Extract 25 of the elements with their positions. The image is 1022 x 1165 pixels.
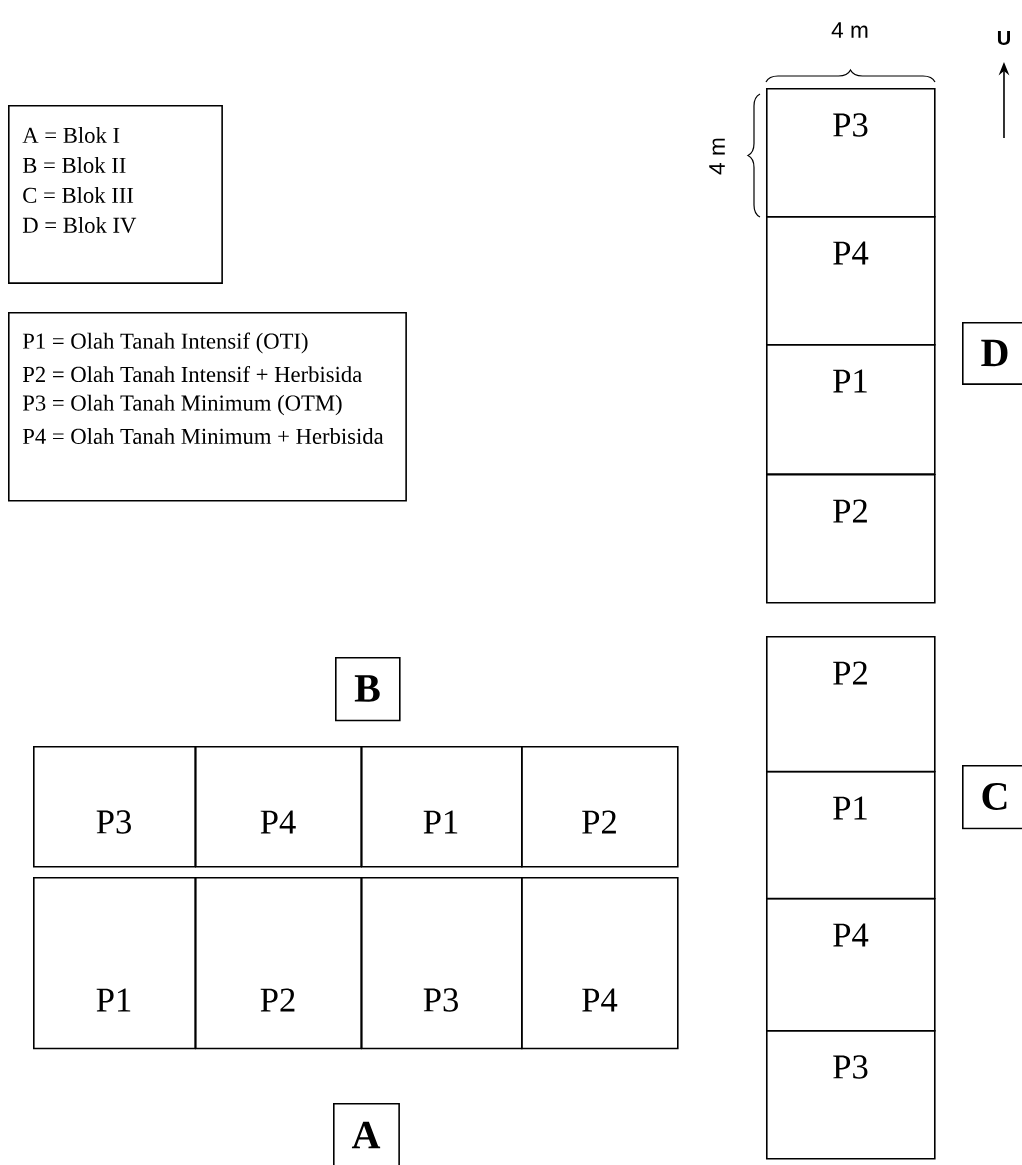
- dimension-label: 4 m: [831, 22, 868, 38]
- dimension-label: 4 m: [709, 138, 725, 175]
- plot-cell: P1: [361, 746, 523, 868]
- north-label: U: [997, 31, 1010, 45]
- plot-cell: P4: [766, 216, 936, 346]
- plot-cell: P4: [766, 898, 936, 1032]
- plot-cell: P3: [361, 877, 523, 1050]
- legend-box: P1 = Olah Tanah Intensif (OTI) P2 = Olah Tanah Intensif + Herbisida P3 = Olah Tanah Minimum (OTM) P4 = Olah Tanah Minimum + Herbisida: [8, 312, 407, 502]
- plot-cell: P1: [33, 877, 196, 1050]
- plot-cell: P3: [33, 746, 196, 868]
- block-label: B: [335, 657, 401, 722]
- plot-cell: P4: [195, 746, 362, 868]
- plot-cell: P3: [766, 88, 936, 218]
- block-label: D: [962, 322, 1022, 385]
- plot-cell: P1: [766, 344, 936, 475]
- plot-cell: P2: [521, 746, 679, 868]
- plot-cell: P2: [766, 636, 936, 773]
- block-label: A: [333, 1103, 400, 1165]
- plot-cell: P2: [195, 877, 362, 1050]
- plot-cell: P4: [521, 877, 679, 1050]
- plot-cell: P3: [766, 1030, 936, 1160]
- block-label: C: [962, 765, 1022, 830]
- plot-cell: P1: [766, 771, 936, 900]
- legend-box: A = Blok I B = Blok II C = Blok III D = Blok IV: [8, 105, 223, 284]
- plot-cell: P2: [766, 474, 936, 604]
